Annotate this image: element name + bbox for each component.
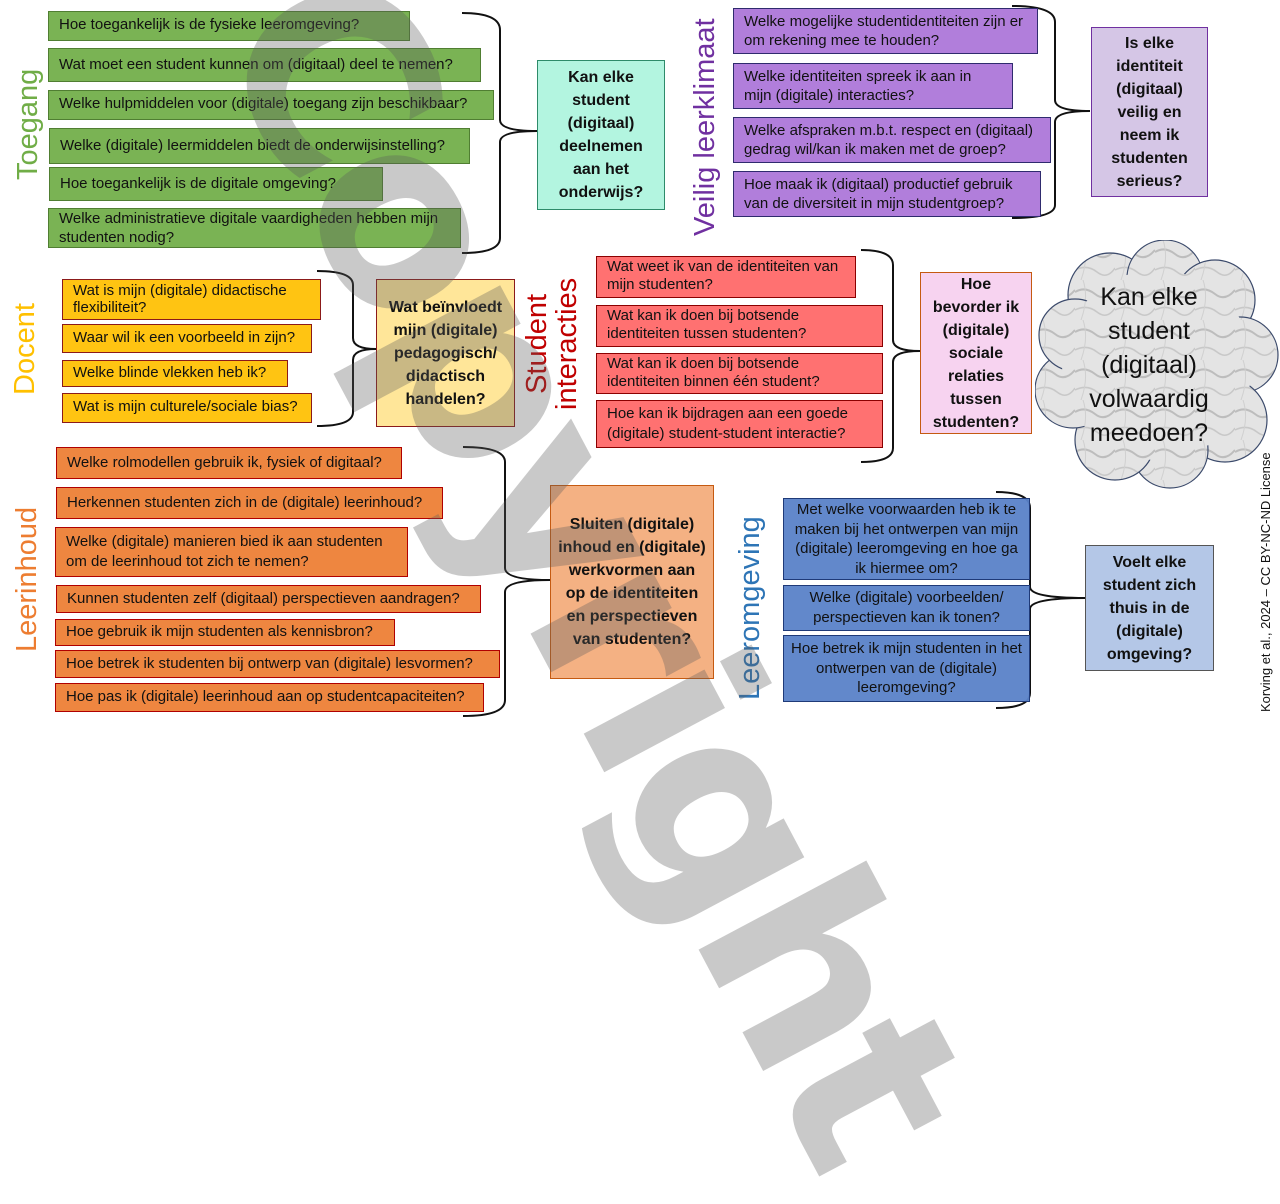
question-box: Wat weet ik van de identiteiten van mijn…	[596, 256, 856, 298]
cloud-shape	[1035, 240, 1279, 489]
category-label-line1: Student	[521, 293, 553, 394]
summary-box-veilig-leerklimaat: Is elke identiteit (digitaal) veilig en …	[1091, 27, 1208, 197]
question-box: Met welke voorwaarden heb ik te maken bi…	[783, 498, 1030, 580]
central-question: Kan elke student (digitaal) volwaardig m…	[1089, 283, 1209, 447]
question-box: Hoe toegankelijk is de fysieke leeromgev…	[48, 11, 410, 41]
question-box: Hoe kan ik bijdragen aan een goede (digi…	[596, 400, 883, 448]
license-credit: Korving et al., 2024 – CC BY-NC-ND Licen…	[1258, 452, 1273, 712]
question-box: Herkennen studenten zich in de (digitale…	[56, 487, 443, 519]
question-box: Wat kan ik doen bij botsende identiteite…	[596, 353, 883, 394]
question-box: Welke afspraken m.b.t. respect en (digit…	[733, 117, 1051, 163]
question-box: Hoe maak ik (digitaal) productief gebrui…	[733, 171, 1041, 217]
question-box: Welke blinde vlekken heb ik?	[62, 360, 288, 387]
summary-box-leeromgeving: Voelt elke student zich thuis in de (dig…	[1085, 545, 1214, 671]
category-label-docent: Docent	[9, 303, 41, 395]
question-box: Hoe toegankelijk is de digitale omgeving…	[49, 167, 383, 201]
question-box: Waar wil ik een voorbeeld in zijn?	[62, 324, 312, 353]
question-box: Welke (digitale) manieren bied ik aan st…	[55, 527, 408, 577]
question-box: Hoe pas ik (digitale) leerinhoud aan op …	[55, 683, 484, 712]
question-box: Kunnen studenten zelf (digitaal) perspec…	[56, 585, 481, 613]
category-label-line2: interacties	[551, 277, 584, 410]
question-box: Welke (digitale) leermiddelen biedt de o…	[49, 128, 470, 164]
category-label-veilig-leerklimaat: Veilig leerklimaat	[689, 18, 721, 236]
category-label-leerinhoud: Leerinhoud	[11, 506, 43, 652]
category-label-leeromgeving: Leeromgeving	[734, 516, 766, 700]
question-box: Welke rolmodellen gebruik ik, fysiek of …	[56, 447, 402, 479]
question-box: Welke hulpmiddelen voor (digitale) toega…	[48, 90, 494, 120]
brace-veilig	[1011, 5, 1091, 219]
question-box: Welke mogelijke studentidentiteiten zijn…	[733, 8, 1038, 54]
summary-box-student-interacties: Hoe bevorder ik (digitale) sociale relat…	[920, 272, 1032, 434]
question-box: Hoe betrek ik studenten bij ontwerp van …	[55, 650, 500, 678]
question-box: Welke identiteiten spreek ik aan in mijn…	[733, 63, 1013, 109]
question-box: Wat is mijn culturele/sociale bias?	[62, 393, 312, 423]
summary-box-docent: Wat beïnvloedt mijn (digitale) pedagogis…	[376, 279, 515, 427]
question-box: Wat kan ik doen bij botsende identiteite…	[596, 305, 883, 347]
summary-box-leerinhoud: Sluiten (digitale) inhoud en (digitale) …	[550, 485, 714, 679]
question-box: Wat is mijn (digitale) didactische flexi…	[62, 279, 321, 320]
category-label-toegang: Toegang	[12, 68, 44, 180]
question-box: Hoe gebruik ik mijn studenten als kennis…	[55, 619, 395, 646]
question-box: Welke administratieve digitale vaardighe…	[48, 208, 461, 248]
question-box: Welke (digitale) voorbeelden/ perspectie…	[783, 585, 1030, 631]
question-box: Wat moet een student kunnen om (digitaal…	[48, 48, 481, 82]
brace-docent	[316, 270, 377, 427]
question-box: Hoe betrek ik mijn studenten in het ontw…	[783, 635, 1030, 702]
summary-box-toegang: Kan elke student (digitaal) deelnemen aa…	[537, 60, 665, 210]
category-label-student-interacties: Student interacties	[521, 277, 584, 410]
